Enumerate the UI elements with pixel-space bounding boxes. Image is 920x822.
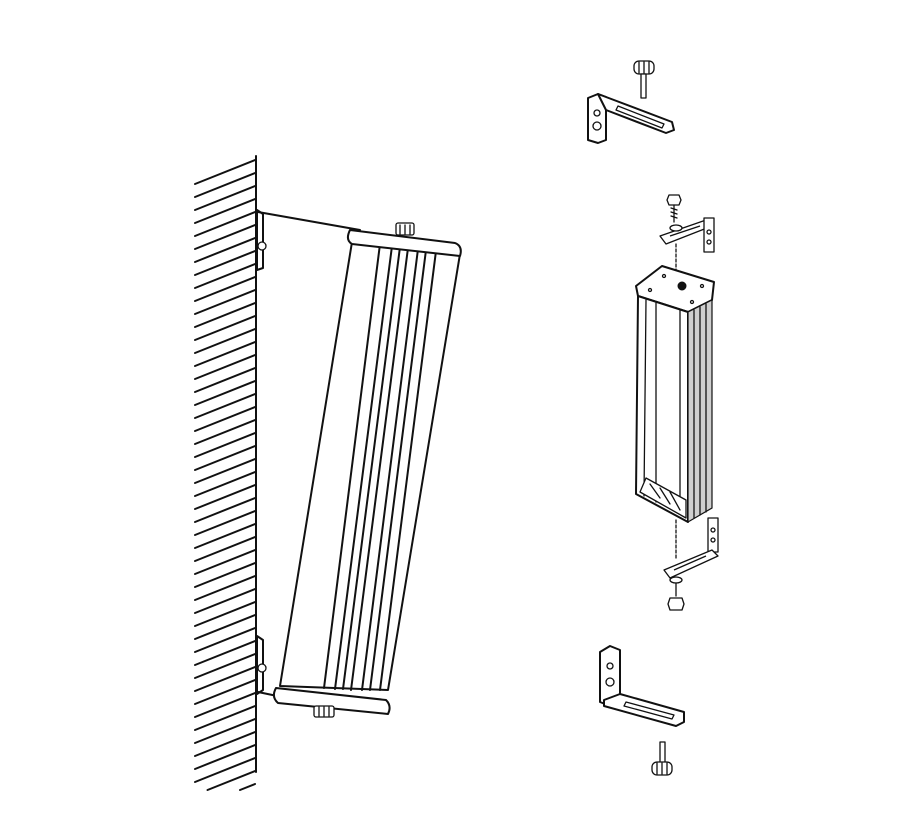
wall-hatch-line: [194, 354, 256, 380]
wall-hatch-line: [194, 692, 256, 718]
upper-hex-bolt-icon: [666, 194, 682, 223]
lower-hex-nut-icon: [667, 582, 685, 611]
top-l-bracket-hole-1: [593, 109, 601, 117]
top-thumb-screw-icon: [395, 222, 415, 236]
cabinet-side-ribs: [693, 303, 707, 519]
top-bracket-hole: [257, 241, 267, 251]
speaker-top-cap: [346, 229, 462, 257]
upper-small-bracket-upright: [703, 217, 715, 253]
wall-hatching: [194, 159, 256, 791]
wall-hatch-line: [194, 250, 256, 276]
wall-hatch-line: [194, 302, 256, 328]
wall-hatch-line: [194, 328, 256, 354]
wall-hatch-line: [194, 601, 256, 627]
wall-hatch-line: [194, 367, 256, 393]
bottom-l-bracket-hole-2: [605, 677, 615, 687]
wall-hatch-line: [194, 432, 256, 458]
wall-hatch-line: [194, 289, 256, 315]
lower-small-bracket-arm: [663, 549, 719, 579]
wall-hatch-line: [194, 575, 256, 601]
wall-hatch-line: [239, 783, 256, 791]
top-l-bracket-part: [587, 60, 675, 144]
wall-hatch-line: [194, 159, 256, 185]
wall-hatch-line: [194, 198, 256, 224]
top-wall-bracket: [256, 209, 361, 271]
wall: [194, 155, 257, 791]
wall-hatch-line: [194, 276, 256, 302]
wall-hatch-line: [194, 406, 256, 432]
top-bracket-arm: [257, 211, 361, 231]
wall-hatch-line: [194, 536, 256, 562]
lower-small-bracket-icon: [663, 517, 719, 584]
top-bracket-plate: [256, 209, 264, 271]
top-thumb-screw-part-icon: [633, 60, 655, 99]
lower-small-bracket-slot: [673, 555, 707, 571]
top-l-bracket-slot: [615, 105, 665, 129]
wall-hatch-line: [194, 666, 256, 692]
speaker-bottom-cap: [272, 687, 391, 715]
wall-hatch-line: [194, 549, 256, 575]
speaker-grille-lines: [323, 243, 437, 691]
upper-small-bracket-slot: [669, 225, 701, 237]
wall-hatch-line: [194, 510, 256, 536]
bottom-bracket-hole: [257, 663, 267, 673]
wall-hatch-line: [194, 731, 256, 757]
upper-small-bracket-icon: [659, 217, 715, 253]
wall-hatch-line: [194, 172, 256, 198]
wall-hatch-line: [194, 393, 256, 419]
wall-hatch-line: [194, 341, 256, 367]
wall-hatch-line: [194, 237, 256, 263]
wall-hatch-line: [194, 588, 256, 614]
lower-washer-icon: [669, 576, 683, 584]
bottom-thumb-screw-icon: [313, 705, 335, 718]
bottom-l-bracket-part: [599, 645, 685, 776]
wall-hatch-line: [194, 653, 256, 679]
wall-hatch-line: [194, 484, 256, 510]
wall-hatch-line: [194, 718, 256, 744]
wall-hatch-line: [194, 640, 256, 666]
wall-hatch-line: [206, 770, 256, 791]
wall-hatch-line: [194, 419, 256, 445]
exploded-speaker-assembly: [635, 194, 719, 611]
cabinet-bottom-detail: [639, 477, 687, 519]
cabinet-front-lines: [643, 299, 681, 515]
wall-hatch-line: [194, 679, 256, 705]
top-l-bracket-hole-2: [592, 121, 602, 131]
wall-hatch-line: [194, 380, 256, 406]
wall-hatch-line: [194, 757, 256, 783]
wall-hatch-line: [194, 458, 256, 484]
cabinet-top-socket: [677, 281, 687, 291]
wall-hatch-line: [194, 523, 256, 549]
bottom-thumb-screw-part-icon: [651, 741, 673, 776]
installed-speaker-assembly: [256, 209, 462, 718]
lower-small-bracket-upright: [707, 517, 719, 553]
bottom-l-bracket-slot: [623, 701, 675, 720]
bottom-l-bracket-hole-1: [606, 662, 614, 670]
wall-hatch-line: [194, 263, 256, 289]
wall-hatch-line: [194, 185, 256, 211]
wall-hatch-line: [194, 705, 256, 731]
wall-hatch-line: [194, 497, 256, 523]
wall-hatch-line: [194, 315, 256, 341]
wall-hatch-line: [194, 562, 256, 588]
wall-hatch-line: [194, 211, 256, 237]
wall-hatch-line: [194, 744, 256, 770]
wall-hatch-line: [194, 471, 256, 497]
wall-hatch-line: [194, 445, 256, 471]
wall-hatch-line: [194, 627, 256, 653]
wall-hatch-line: [194, 224, 256, 250]
wall-hatch-line: [194, 614, 256, 640]
upper-washer-icon: [669, 224, 683, 232]
